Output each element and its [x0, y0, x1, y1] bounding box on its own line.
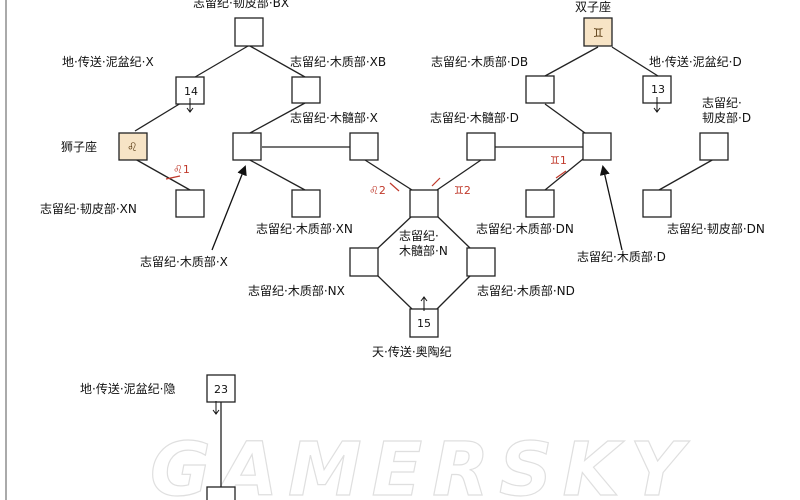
label-mu-nx: 志留纪·木质部·NX [248, 283, 345, 298]
leo1-marker: ♌1 [173, 163, 190, 176]
boxes [175, 17, 729, 500]
label-mu-nd: 志留纪·木质部·ND [477, 283, 575, 298]
leo2-marker: ♌2 [369, 184, 386, 197]
label-mu-dn: 志留纪·木质部·DN [476, 221, 574, 236]
node-nd [466, 247, 496, 277]
node-ren-dn [642, 189, 672, 218]
pointer-arrow-d [599, 165, 623, 251]
label-mu-xn: 志留纪·木质部·XN [256, 221, 353, 236]
node-bottom [206, 486, 236, 500]
label-top-bx: 志留纪·韧皮部·BX [193, 0, 289, 10]
gemini-icon: ♊ [593, 26, 604, 40]
number-23: 23 [214, 383, 228, 396]
label-leo: 狮子座 [61, 139, 97, 154]
label-gemini: 双子座 [575, 0, 611, 14]
node-23 [206, 374, 236, 403]
gemini1-marker: ♊1 [550, 154, 567, 167]
node-dn [525, 189, 555, 218]
gemini2-marker: ♊2 [454, 184, 471, 197]
label-mu-xb: 志留纪·木质部·XB [290, 54, 386, 69]
label-arrow-x: 志留纪·木质部·X [140, 254, 228, 269]
number-15: 15 [417, 317, 431, 330]
node-xb [291, 76, 321, 104]
label-di-x: 地·传送·泥盆纪·X [62, 54, 154, 69]
label-ren-xn: 志留纪·韧皮部·XN [40, 201, 137, 216]
node-center [409, 189, 439, 218]
label-ren-dn: 志留纪·韧皮部·DN [667, 221, 765, 236]
leo-icon: ♌ [127, 140, 138, 154]
node-15 [409, 308, 439, 338]
node-sui-x [349, 132, 379, 161]
label-arrow-d: 志留纪·木质部·D [577, 249, 666, 264]
label-di-hidden: 地·传送·泥盆纪·隐 [80, 381, 175, 396]
label-di-d: 地·传送·泥盆纪·D [649, 54, 742, 69]
inner-arrows [186, 97, 661, 415]
label-ren-d-1: 志留纪·韧皮部·D [702, 96, 751, 125]
number-14: 14 [184, 85, 198, 98]
node-db [525, 75, 555, 104]
node-top [234, 17, 264, 47]
node-ren-d [699, 132, 729, 161]
number-13: 13 [651, 83, 665, 96]
label-tian: 天·传送·奥陶纪 [372, 344, 452, 359]
connections [134, 45, 715, 495]
node-gemini [583, 17, 613, 47]
node-nx [349, 247, 379, 277]
node-xn-left [291, 189, 321, 218]
pointer-arrow-x [211, 165, 247, 251]
red-markers [165, 170, 567, 192]
label-sui-x: 志留纪·木髓部·X [290, 110, 378, 125]
label-sui-d: 志留纪·木髓部·D [430, 110, 519, 125]
node-left-hub [232, 132, 262, 161]
node-right-hub [582, 132, 612, 161]
label-sui-n: 志留纪·木髓部·N [399, 229, 448, 258]
node-sui-d [466, 132, 496, 161]
label-mu-db: 志留纪·木质部·DB [431, 54, 528, 69]
node-ren-xn [175, 189, 205, 218]
watermark: GAMERSKY [150, 427, 693, 500]
node-leo [118, 132, 148, 161]
